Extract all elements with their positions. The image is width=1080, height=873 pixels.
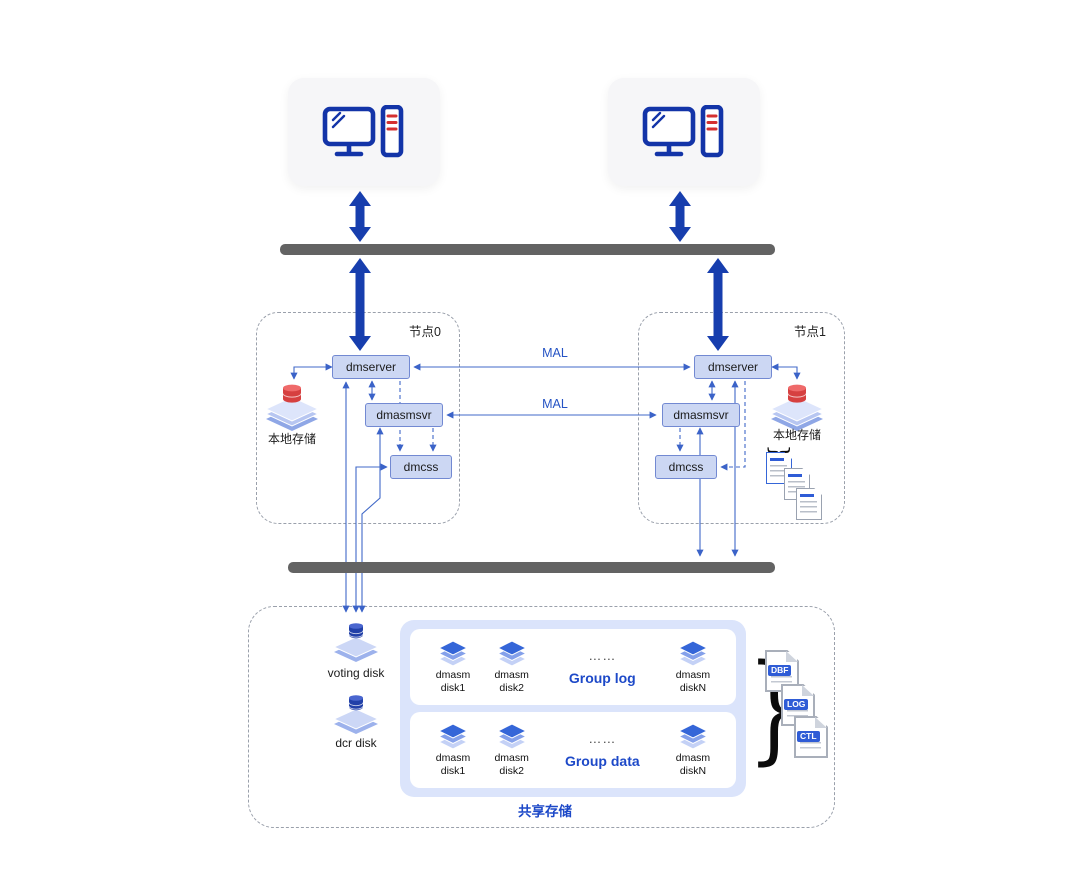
dcr-disk-label: dcr disk — [335, 736, 377, 750]
dmasm-disk-label: dmasm disk1 — [435, 669, 471, 694]
node0-dmasmsvr-box: dmasmsvr — [365, 403, 443, 427]
node0-local-storage-label: 本地存储 — [267, 432, 316, 446]
dmasm-disk-label: dmasm disk2 — [494, 669, 529, 694]
dmasm-disk-item: dmasm disk1 — [426, 639, 480, 694]
group-data-center: …… Group data — [543, 731, 661, 769]
page-fold — [786, 651, 798, 662]
dmasm-disk-item: dmasm diskN — [666, 639, 720, 694]
group-log-card: dmasm disk1 dmasm disk2 …… Group log dma… — [410, 629, 736, 705]
dmasm-disk-item: dmasm disk2 — [485, 639, 539, 694]
ctl-file-label: CTL — [797, 731, 820, 742]
page-fold — [815, 717, 827, 728]
node0-title: 节点0 — [409, 325, 441, 339]
ctl-file-icon: CTL — [794, 716, 828, 758]
dmasm-disk-icon — [678, 640, 708, 667]
dbf-file-label: DBF — [768, 665, 792, 676]
dmasm-disk-item: dmasm disk1 — [426, 722, 480, 777]
group-log-label: Group log — [568, 670, 636, 686]
voting-disk-label: voting disk — [327, 666, 385, 680]
node1-dmcss-box: dmcss — [655, 455, 717, 479]
dmasm-disk-item: dmasm disk2 — [485, 722, 539, 777]
doc-text-lines — [771, 676, 792, 685]
dmasm-disk-icon — [497, 723, 527, 750]
ellipsis-text: …… — [588, 731, 617, 746]
network-bus-bottom — [288, 562, 775, 573]
config-doc-icon — [796, 488, 822, 520]
mal-label-asm: MAL — [542, 397, 568, 411]
group-log-center: …… Group log — [543, 648, 661, 686]
log-file-label: LOG — [784, 699, 809, 710]
ellipsis-text: …… — [588, 648, 617, 663]
dmasm-disk-label: dmasm disk1 — [435, 752, 471, 777]
dmasm-disk-icon — [438, 640, 468, 667]
computer-icon — [322, 105, 406, 159]
node0-dmserver-box: dmserver — [332, 355, 410, 379]
dmasm-disk-label: dmasm diskN — [675, 752, 711, 777]
node1-dmserver-box: dmserver — [694, 355, 772, 379]
mal-label-server: MAL — [542, 346, 568, 360]
node0-dmcss-box: dmcss — [390, 455, 452, 479]
voting-disk-icon — [333, 622, 379, 662]
local-storage-icon — [265, 384, 319, 432]
dmasm-disk-label: dmasm disk2 — [494, 752, 529, 777]
dmasm-disk-icon — [678, 723, 708, 750]
group-data-label: Group data — [564, 753, 640, 769]
shared-storage-container — [248, 606, 835, 828]
computer-icon — [642, 105, 726, 159]
local-storage-icon — [770, 384, 824, 432]
doc-text-lines — [787, 710, 808, 719]
group-data-card: dmasm disk1 dmasm disk2 …… Group data dm… — [410, 712, 736, 788]
node1-local-storage-label: 本地存储 — [772, 428, 821, 442]
doc-text-lines — [800, 742, 821, 751]
client-host-left — [288, 78, 440, 186]
dmasm-disk-label: dmasm diskN — [675, 669, 711, 694]
node1-title: 节点1 — [794, 325, 826, 339]
dmasm-disk-icon — [497, 640, 527, 667]
network-bus-top — [280, 244, 775, 255]
page-fold — [802, 685, 814, 696]
client-host-right — [608, 78, 760, 186]
shared-storage-title: 共享存储 — [518, 804, 572, 819]
dcr-disk-icon — [333, 694, 379, 734]
node1-dmasmsvr-box: dmasmsvr — [662, 403, 740, 427]
dmasm-disk-icon — [438, 723, 468, 750]
dmasm-disk-item: dmasm diskN — [666, 722, 720, 777]
